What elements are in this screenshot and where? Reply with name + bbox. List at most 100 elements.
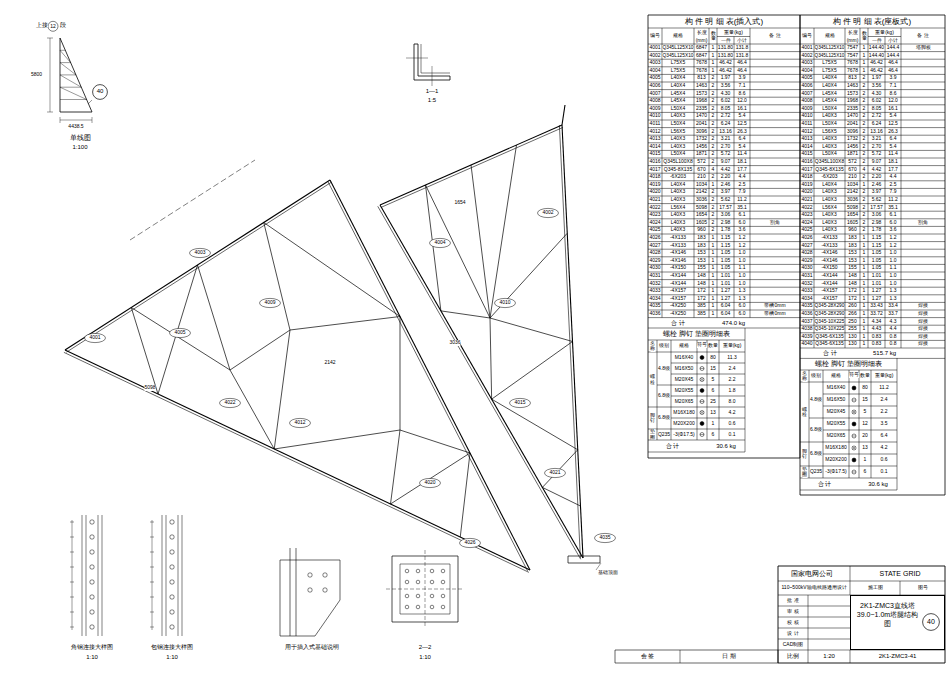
table-rule [809, 418, 897, 419]
table-cell: 4002 [801, 53, 812, 59]
table-cell: 4038 [801, 326, 812, 332]
table-cell: 6.8级 [810, 427, 822, 433]
table-cell: 1.0 [890, 281, 897, 287]
table-header: 长度 [848, 30, 858, 36]
table-title: 构 件 明 细 表(座板式) [833, 18, 911, 27]
table-cell: 4019 [801, 182, 812, 188]
table-cell: 1 [863, 60, 866, 66]
bolt-symbol [852, 398, 856, 402]
table-cell: 2 [863, 227, 866, 233]
table-cell: 割角 [770, 220, 780, 226]
table-cell: 4032 [649, 281, 660, 287]
bolt-symbol [852, 400, 856, 401]
table-cell: 焊接 [918, 326, 928, 332]
table-cell: -4X133 [821, 235, 837, 241]
table-rule [800, 382, 897, 383]
member-line [264, 223, 400, 317]
table-rule [800, 442, 897, 443]
table-cell: 脚钉 [802, 449, 807, 460]
table-cell: 6.0 [890, 220, 897, 226]
table-cell: 13.16 [719, 129, 732, 135]
circle-outline [93, 85, 108, 100]
table-cell: L40X3 [671, 227, 685, 233]
table-cell: 148 [848, 273, 856, 279]
table-cell: L40X3 [671, 113, 685, 119]
table-cell: 144.40 [869, 53, 884, 59]
bolt-hole [430, 594, 434, 598]
table-cell: -6X203 [821, 174, 837, 180]
table-rule [800, 490, 897, 491]
table-cell: 2 [863, 83, 866, 89]
table-cell: 4030 [649, 265, 660, 271]
table-cell: 1 [712, 45, 715, 51]
table-cell: 1 [712, 250, 715, 256]
table-cell: 46.42 [870, 60, 883, 66]
main-member [380, 205, 583, 558]
drawing-title-cell: 2K1-ZMC3直线塔 39.0~1.0m塔腿结构图40 [850, 595, 945, 650]
table-cell: 46.4 [737, 68, 747, 74]
table-cell: 4027 [649, 243, 660, 249]
table-cell: 5 [712, 377, 715, 383]
table-cell: 3.21 [872, 136, 882, 142]
table-cell: 4013 [649, 136, 660, 142]
table-cell: 2 [712, 91, 715, 97]
table-cell: 1.27 [872, 296, 882, 302]
dimension-line [70, 567, 74, 568]
table-rule [709, 28, 710, 318]
table-cell: 4010 [801, 113, 812, 119]
table-cell: 172 [848, 296, 856, 302]
table-cell: 1.78 [721, 227, 731, 233]
member-line [490, 233, 567, 318]
table-cell: Q345L100X8 [815, 159, 844, 165]
callout-number: 4021 [549, 470, 560, 476]
table-rule [778, 617, 850, 618]
callout-number: 4012 [294, 420, 305, 426]
table-cell: 8.05 [872, 106, 882, 112]
sketch-member [60, 87, 81, 88]
member-line [441, 311, 490, 318]
table-rule [808, 595, 809, 663]
table-cell: L56X4 [671, 205, 685, 211]
table-header: 规格 [831, 373, 841, 379]
table-cell: 1 [863, 303, 866, 309]
table-rule [707, 340, 708, 440]
table-cell: 4006 [801, 83, 812, 89]
table-cell: 1.05 [872, 265, 882, 271]
bolt-hole [170, 610, 174, 614]
table-rule [901, 28, 902, 348]
table-cell: 7547 [847, 53, 858, 59]
table-rule [823, 454, 897, 455]
table-cell: 11.3 [727, 355, 736, 361]
table-rule [800, 358, 945, 359]
table-cell: 2 [712, 220, 715, 226]
view-title: 包钢连接大样图 [151, 644, 193, 651]
bolt-hole [405, 569, 409, 573]
bolt-hole [308, 573, 312, 577]
callout-number: 4001 [89, 335, 100, 341]
table-cell: 2.70 [872, 144, 882, 150]
table-cell: 172 [697, 296, 705, 302]
dimension: 4438.5 [68, 124, 83, 130]
table-cell: 3.5 [881, 421, 888, 427]
member-line [230, 330, 290, 370]
table-cell: 1.2 [890, 235, 897, 241]
table-cell: 2 [712, 212, 715, 218]
bolt-hole [416, 569, 420, 573]
detail-plate [280, 560, 340, 636]
table-cell: L40X4 [822, 182, 836, 188]
dimension-line [47, 38, 53, 39]
table-cell: 4003 [649, 60, 660, 66]
table-cell: 4009 [801, 106, 812, 112]
table-cell: 813 [848, 75, 856, 81]
table-cell: 2 [712, 197, 715, 203]
table-cell: 4.4 [739, 174, 746, 180]
dimension-line [150, 582, 154, 583]
table-cell: 0.83 [872, 341, 882, 347]
table-cell: -4X250 [670, 303, 686, 309]
table-rule [814, 28, 815, 348]
table-rule [697, 340, 698, 440]
table-cell: M20X200 [825, 457, 846, 463]
table-cell: 1573 [847, 91, 858, 97]
table-cell: 1 [863, 326, 866, 332]
